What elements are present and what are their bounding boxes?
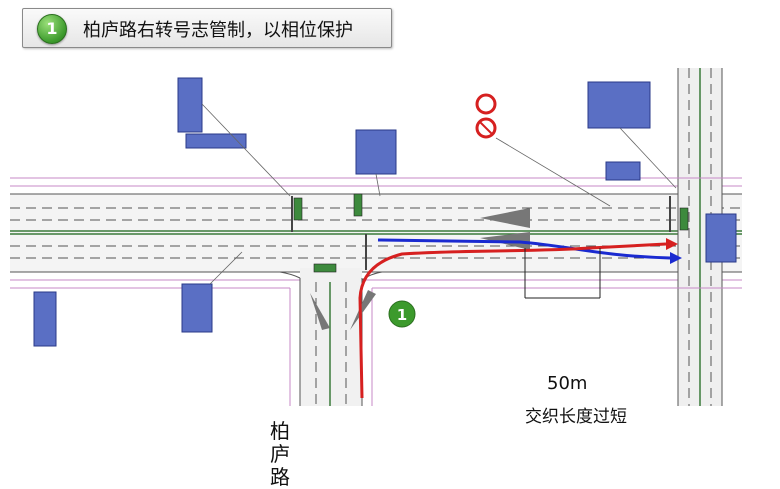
intersection-drawing: 1 [10, 68, 742, 406]
side-road [300, 268, 362, 406]
stop-lines [291, 196, 671, 270]
step-badge: 1 [37, 14, 67, 44]
median-lines [10, 230, 742, 235]
red-arrowhead [666, 238, 678, 250]
hatch-islands [310, 208, 530, 330]
main-road [10, 194, 742, 272]
intersection-diagram: 1 50m 交织长度过短 柏庐路 [10, 68, 742, 489]
title-banner: 1 柏庐路右转号志管制，以相位保护 [22, 8, 392, 48]
leader-lines [201, 103, 677, 285]
blue-path [377, 238, 671, 260]
guide-signs [33, 77, 737, 347]
marker-circle [388, 300, 416, 328]
weave-dimension [524, 248, 601, 299]
marker-number: 1 [397, 306, 407, 324]
road-name-label: 柏庐路 [270, 419, 290, 489]
weave-note-label: 交织长度过短 [525, 407, 627, 427]
blue-arrowhead [670, 252, 682, 264]
red-path [358, 242, 667, 399]
weave-length-label: 50m [547, 373, 588, 394]
prohibition-signs [475, 93, 497, 139]
page-title: 柏庐路右转号志管制，以相位保护 [83, 20, 353, 41]
lane-lines [10, 185, 742, 281]
